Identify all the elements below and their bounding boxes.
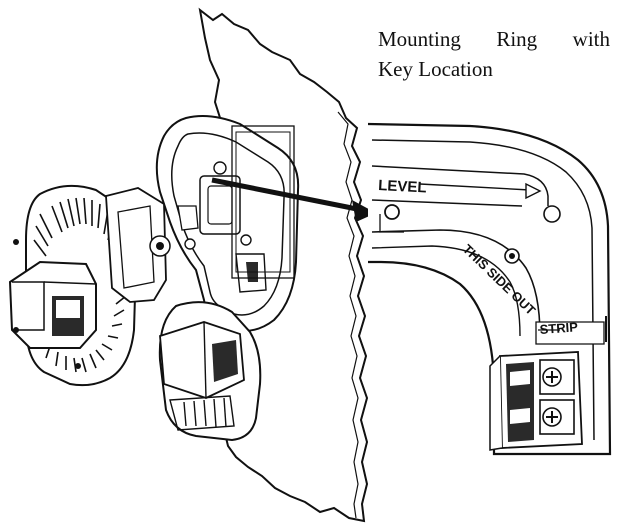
caption: Mounting Ring with Key Location bbox=[378, 24, 610, 84]
caption-line-2: Key Location bbox=[378, 57, 493, 81]
mounting-ring-detail: LEVEL THIS SIDE OUT STRIP bbox=[367, 122, 612, 456]
lower-strobe-module bbox=[158, 301, 262, 442]
strip-label: STRIP bbox=[539, 319, 579, 337]
speaker-strobe-head bbox=[8, 184, 171, 387]
level-label: LEVEL bbox=[378, 177, 427, 197]
key-location-arrow bbox=[211, 177, 376, 222]
caption-line-1: Mounting Ring with bbox=[378, 27, 610, 51]
back-box bbox=[155, 115, 300, 332]
